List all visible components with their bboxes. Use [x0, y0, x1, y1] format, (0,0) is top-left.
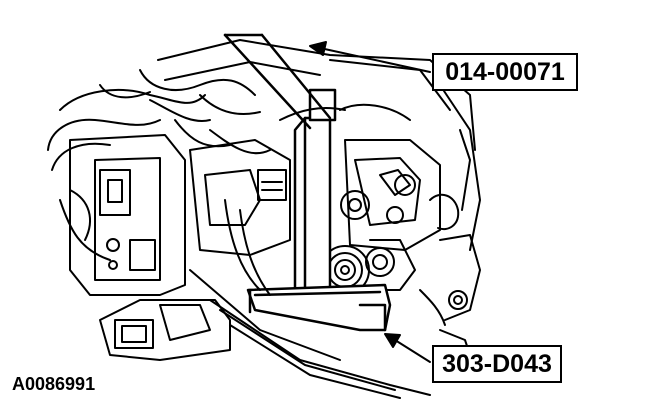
top-leader-line — [319, 47, 431, 73]
engine-block — [189, 139, 460, 256]
callout-top-label: 014-00071 — [432, 53, 578, 91]
left-frame-block — [69, 134, 186, 296]
top-arrow-head — [309, 41, 327, 56]
engine-support-fixture — [246, 88, 392, 332]
callout-bottom-label: 303-D043 — [432, 345, 562, 383]
wiring-harness — [47, 69, 271, 261]
frame-rail — [99, 269, 431, 399]
bottom-leader-line — [394, 339, 431, 363]
figure-id: A0086991 — [12, 374, 96, 394]
leader-arrows — [309, 41, 431, 363]
hoses — [224, 103, 411, 296]
right-components — [419, 234, 481, 356]
bottom-arrow-head — [384, 333, 401, 348]
